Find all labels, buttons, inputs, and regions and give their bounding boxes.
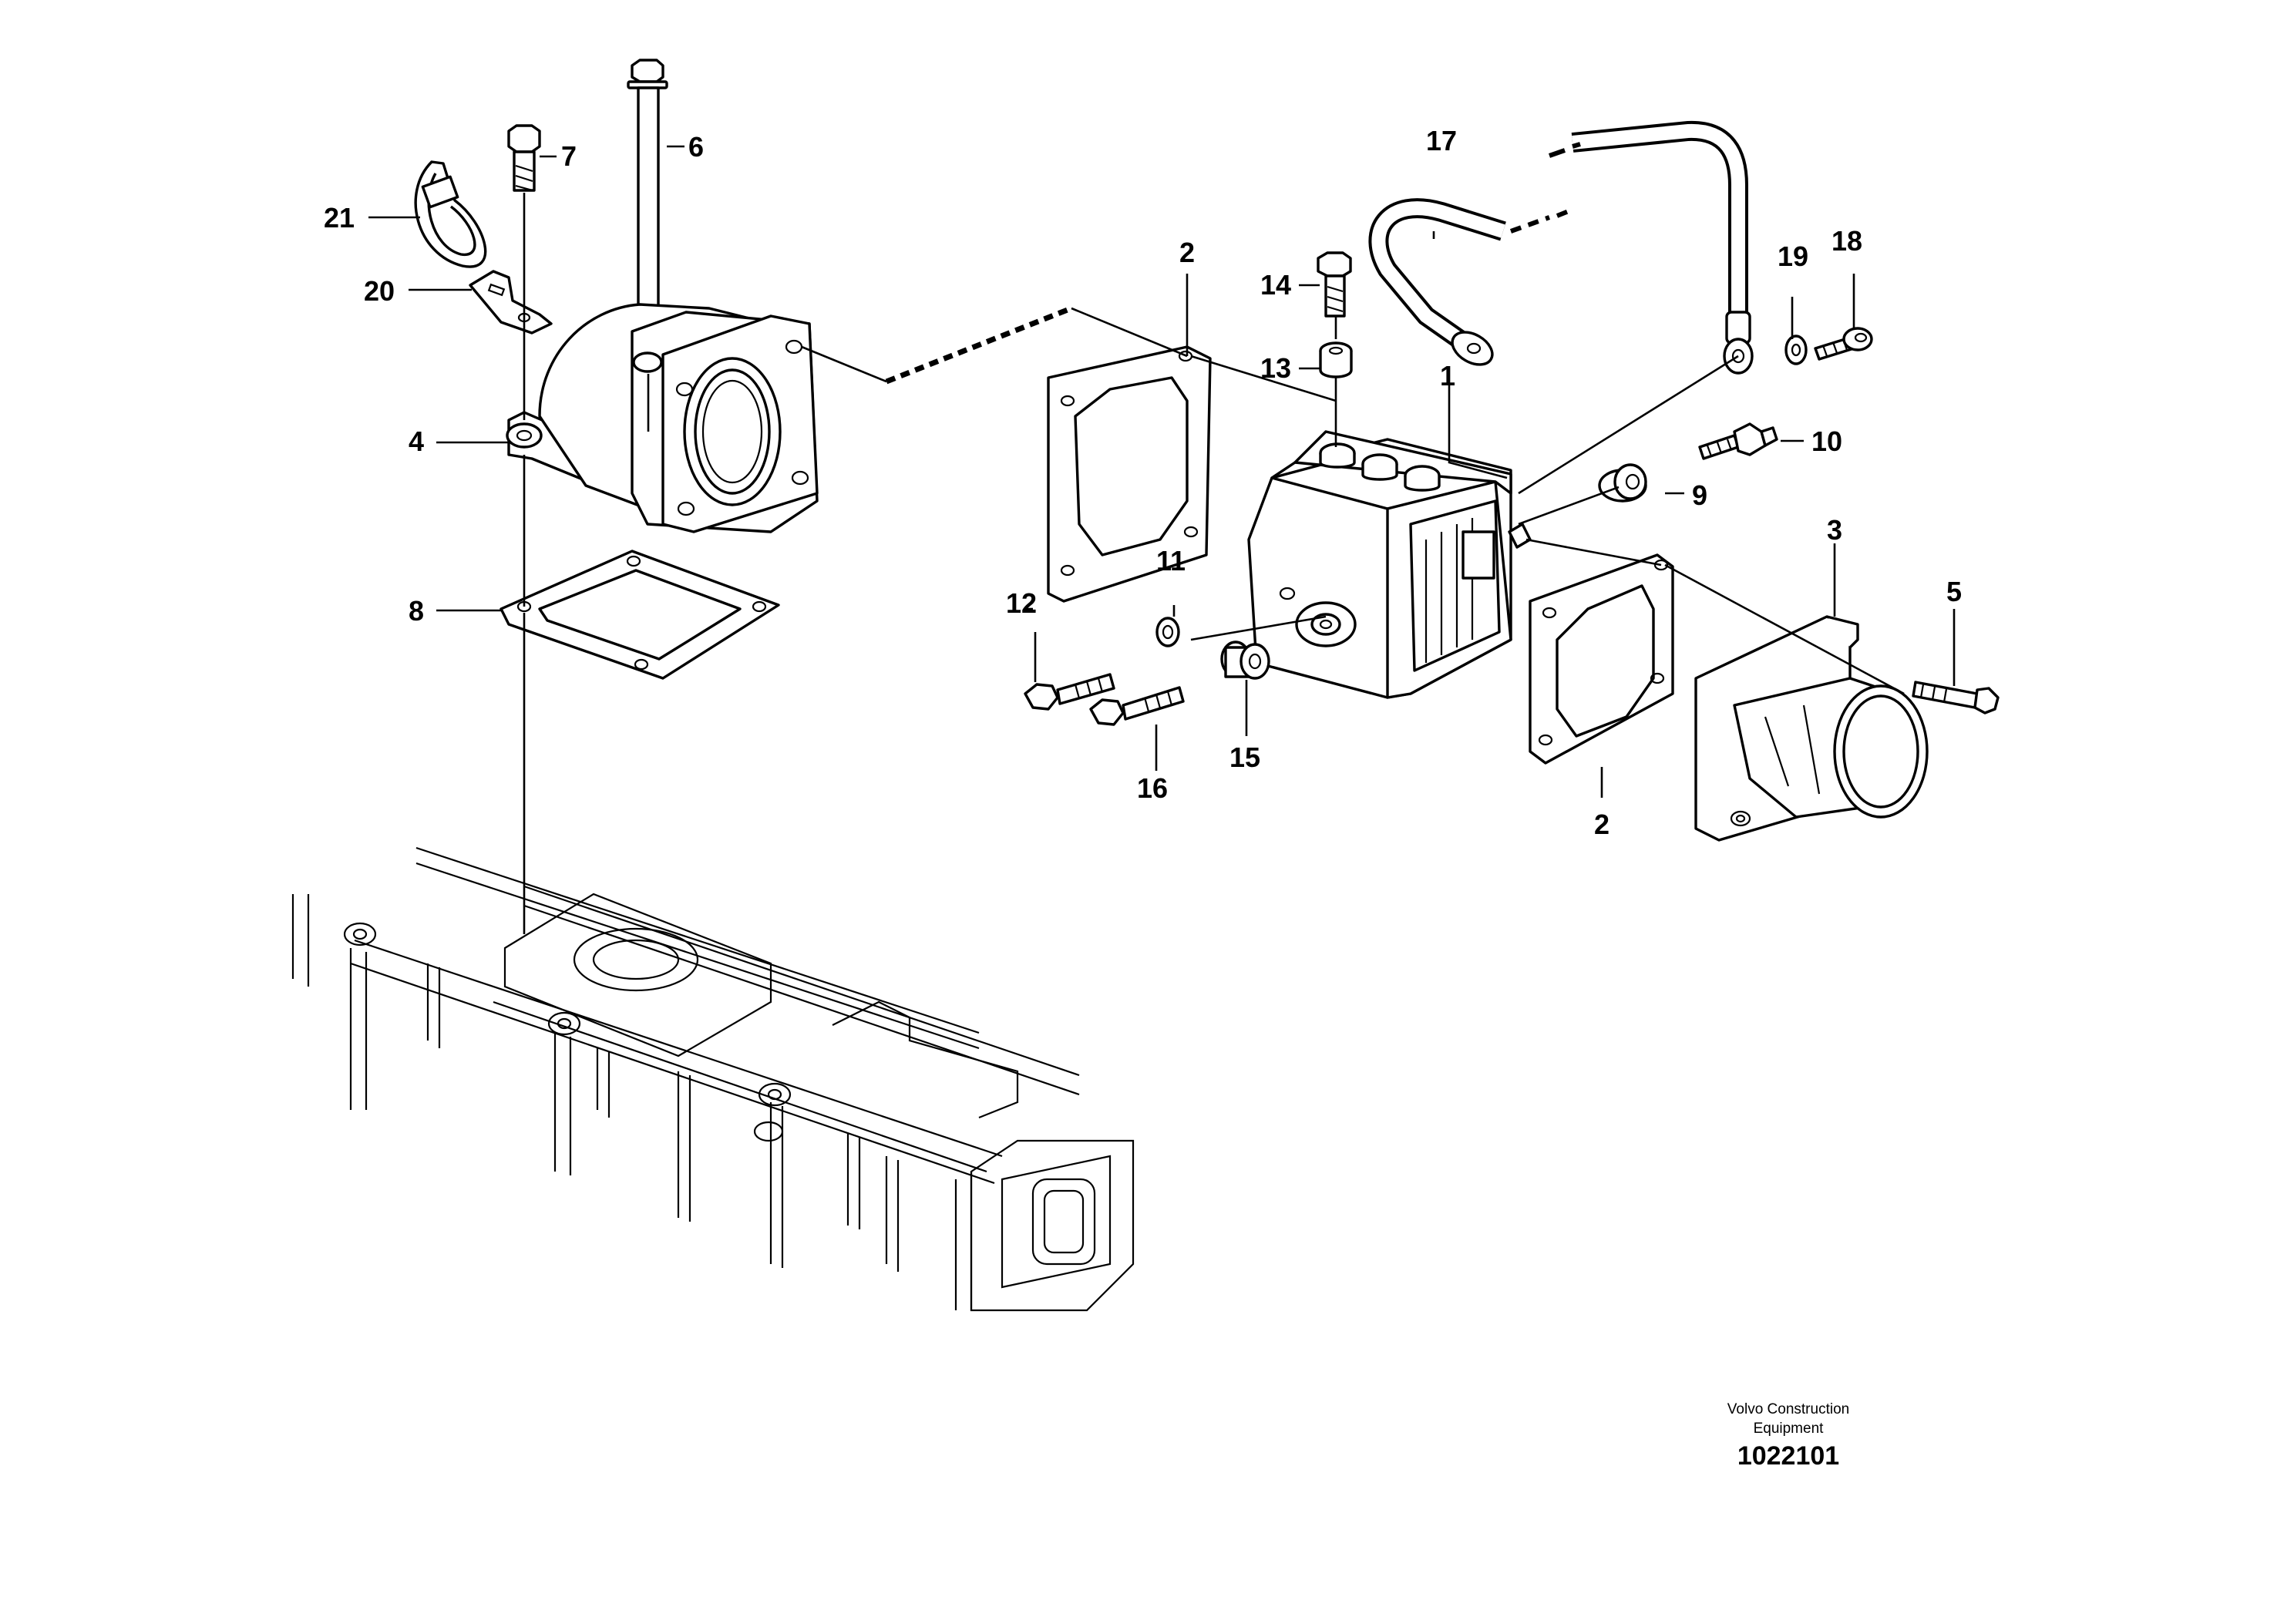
part-15-spacer — [1220, 641, 1270, 680]
callout-7: 7 — [561, 140, 577, 172]
part-17-ground-cable — [1368, 120, 1754, 375]
part-20-clip — [469, 270, 553, 335]
part-11-washer — [1155, 617, 1180, 647]
callout-2-lower: 2 — [1594, 809, 1610, 840]
alignment-lines — [523, 193, 1905, 934]
part-19-washer — [1784, 335, 1808, 365]
part-14-bolt — [1317, 251, 1352, 318]
callout-17: 17 — [1426, 125, 1457, 156]
callout-4: 4 — [409, 425, 424, 457]
callout-21: 21 — [324, 202, 355, 234]
callout-13: 13 — [1260, 352, 1291, 384]
callout-14: 14 — [1260, 269, 1291, 301]
callout-10: 10 — [1811, 425, 1842, 457]
callout-15: 15 — [1229, 741, 1260, 773]
engine-block-outline — [291, 846, 1135, 1312]
part-16-bolt — [1089, 686, 1185, 726]
part-12-bolt — [1024, 673, 1115, 711]
part-7-bolt — [507, 124, 541, 192]
part-5-bolt — [1912, 681, 2000, 714]
callout-16: 16 — [1137, 772, 1168, 804]
callout-9: 9 — [1692, 479, 1707, 511]
part-8-gasket — [500, 550, 780, 680]
callout-3: 3 — [1827, 514, 1842, 546]
callout-2-upper: 2 — [1179, 237, 1195, 268]
callout-leaders — [368, 145, 1956, 798]
publisher-line-2: Equipment — [1753, 1421, 1824, 1437]
part-18-screw — [1814, 327, 1873, 361]
callout-5: 5 — [1946, 576, 1962, 607]
part-3-outlet-elbow — [1694, 615, 1929, 842]
part-10-fitting — [1698, 422, 1778, 460]
part-13-sleeve — [1319, 341, 1353, 378]
part-2-gasket-upper — [1047, 345, 1212, 603]
part-9-grommet — [1598, 463, 1647, 503]
callout-18: 18 — [1832, 225, 1862, 257]
part-4-elbow-housing — [506, 303, 819, 533]
callout-1: 1 — [1440, 360, 1455, 392]
part-2-gasket-lower — [1529, 553, 1674, 765]
drawing-number: 1022101 — [1737, 1441, 1840, 1471]
publisher-label: Volvo Construction Equipment — [1619, 1400, 1958, 1438]
callout-12: 12 — [1006, 587, 1037, 619]
part-21-cable-tie — [414, 160, 487, 268]
callout-8: 8 — [409, 595, 424, 627]
part-1-exhaust-brake-valve — [1247, 430, 1532, 699]
callout-20: 20 — [364, 275, 395, 307]
callout-11: 11 — [1156, 545, 1186, 577]
callout-labels: 17 18 19 10 9 2 14 13 1 11 12 16 15 3 5 … — [324, 125, 1962, 840]
callout-6: 6 — [688, 131, 704, 163]
publisher-line-1: Volvo Construction — [1727, 1401, 1850, 1417]
callout-19: 19 — [1778, 240, 1808, 272]
